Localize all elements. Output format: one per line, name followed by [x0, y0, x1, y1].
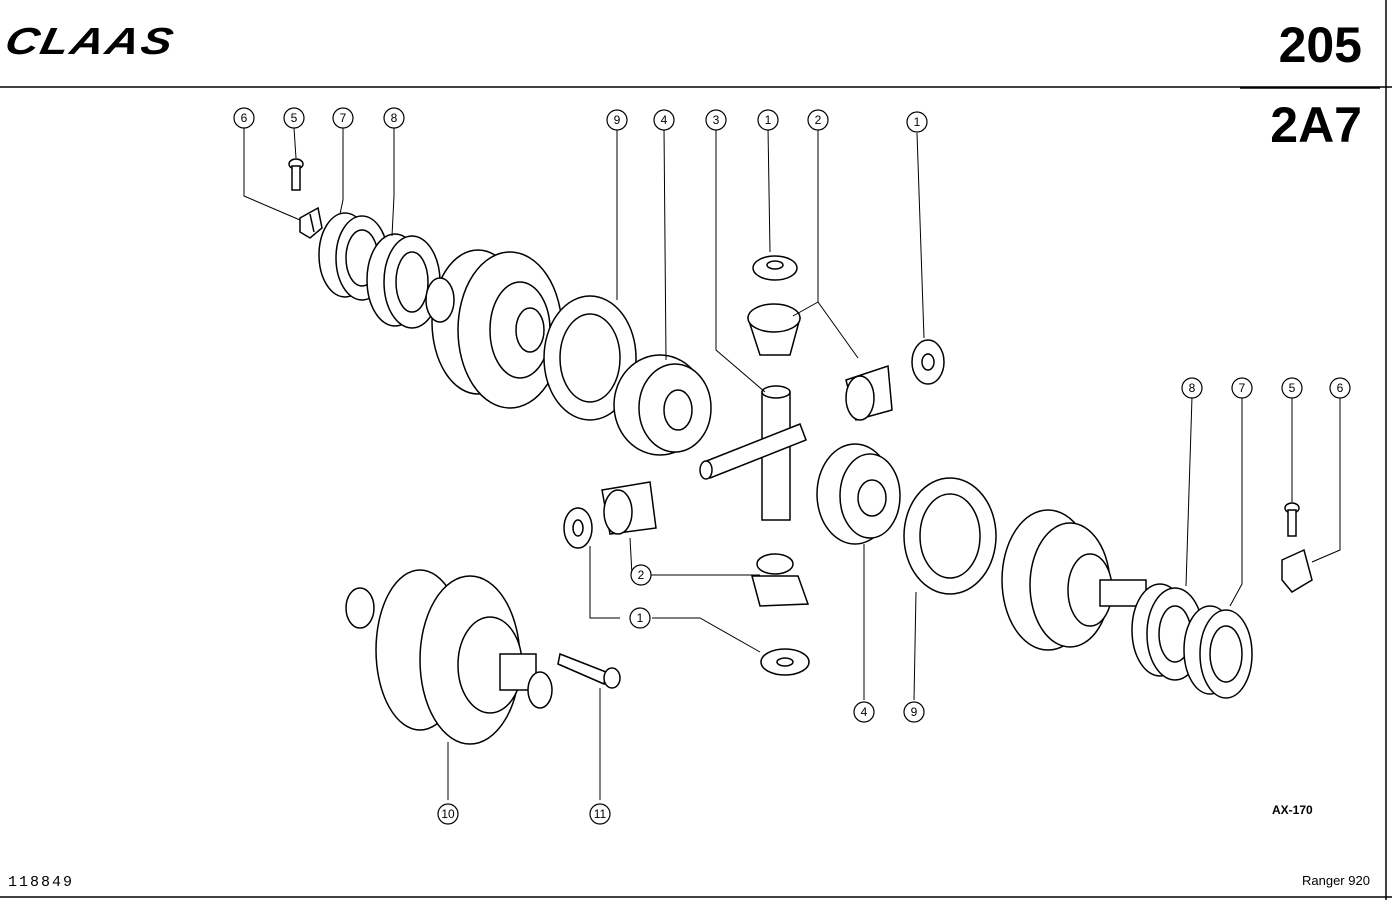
callout-circle [903, 701, 925, 723]
section-code: 2A7 [1270, 97, 1362, 153]
callout-c1a: 1 [757, 109, 779, 131]
callout-circle [283, 107, 305, 129]
part-housing-upper [425, 249, 563, 409]
part-washer-top [752, 255, 798, 281]
callout-c9a: 9 [606, 109, 628, 131]
callout-circle [233, 107, 255, 129]
callout-c6b: 6 [1329, 377, 1351, 399]
callout-c10: 10 [437, 803, 459, 825]
callout-label: 7 [1239, 381, 1246, 395]
callout-group: 6 5 7 8 9 4 3 1 2 1 8 7 5 6 2 1 4 9 10 11 [233, 107, 1351, 825]
callout-c6a: 6 [233, 107, 255, 129]
callout-circle [807, 109, 829, 131]
callout-circle [606, 109, 628, 131]
callout-circle [757, 109, 779, 131]
part-pinion-top [746, 303, 801, 356]
callout-circle [1281, 377, 1303, 399]
callout-label: 5 [291, 111, 298, 125]
callout-c3: 3 [705, 109, 727, 131]
callout-c2a: 2 [807, 109, 829, 131]
part-pinion-right [845, 364, 893, 421]
callout-c7a: 7 [332, 107, 354, 129]
part-side-gear-upper [613, 354, 712, 456]
callout-c9b: 9 [903, 701, 925, 723]
callout-label: 8 [391, 111, 398, 125]
model-name: Ranger 920 [1302, 873, 1370, 888]
callout-c11: 11 [589, 803, 611, 825]
part-shim-lower [903, 477, 997, 595]
callout-c1c: 1 [629, 607, 651, 629]
part-pinion-left [601, 481, 657, 535]
part-bolt-upper [288, 158, 304, 191]
part-washer-right [911, 339, 945, 385]
part-differential-assembly [345, 569, 553, 745]
part-pinion-bottom [751, 553, 810, 607]
part-washer-bottom [760, 648, 810, 676]
callout-circle [1231, 377, 1253, 399]
callout-circle [853, 701, 875, 723]
part-shim-upper [543, 295, 637, 421]
callout-circle [1329, 377, 1351, 399]
callout-label: 8 [1189, 381, 1196, 395]
callout-circle [1181, 377, 1203, 399]
callout-c8b: 8 [1181, 377, 1203, 399]
callout-circle [383, 107, 405, 129]
callout-c1b: 1 [906, 111, 928, 133]
callout-label: 11 [594, 807, 607, 821]
part-bolt-lower [1284, 502, 1300, 537]
callout-c2b: 2 [630, 564, 652, 586]
callout-circle [629, 607, 651, 629]
callout-label: 9 [911, 705, 918, 719]
part-housing-lower [1001, 509, 1147, 651]
callout-circle [437, 803, 459, 825]
callout-label: 1 [637, 611, 644, 625]
callout-c4a: 4 [653, 109, 675, 131]
callout-label: 1 [765, 113, 772, 127]
callout-circle [332, 107, 354, 129]
part-clip-lower [1281, 548, 1313, 593]
callout-c4b: 4 [853, 701, 875, 723]
callout-label: 7 [340, 111, 347, 125]
callout-label: 4 [661, 113, 668, 127]
callout-label: 1 [914, 115, 921, 129]
part-side-gear-lower [816, 443, 901, 545]
drawing-reference: AX-170 [1272, 803, 1313, 817]
part-nut-lower [1183, 605, 1253, 699]
part-long-bolt [557, 652, 621, 689]
part-bearing-upper [366, 233, 441, 329]
callout-c7b: 7 [1231, 377, 1253, 399]
callout-label: 5 [1289, 381, 1296, 395]
page-number: 205 [1278, 17, 1362, 73]
callout-c8a: 8 [383, 107, 405, 129]
callout-label: 6 [1337, 381, 1344, 395]
callout-label: 9 [614, 113, 621, 127]
callout-label: 10 [441, 807, 455, 821]
callout-circle [630, 564, 652, 586]
callout-circle [906, 111, 928, 133]
document-number: 118849 [8, 874, 75, 891]
callout-label: 3 [713, 113, 720, 127]
callout-label: 2 [815, 113, 822, 127]
leader-lines [243, 127, 1341, 800]
callout-c5b: 5 [1281, 377, 1303, 399]
callout-circle [705, 109, 727, 131]
callout-c5a: 5 [283, 107, 305, 129]
part-washer-left [563, 507, 593, 549]
part-clip-upper [299, 206, 323, 239]
callout-label: 4 [861, 705, 868, 719]
callout-circle [589, 803, 611, 825]
part-cross-shaft [699, 385, 807, 521]
callout-label: 6 [241, 111, 248, 125]
callout-label: 2 [638, 568, 645, 582]
callout-circle [653, 109, 675, 131]
